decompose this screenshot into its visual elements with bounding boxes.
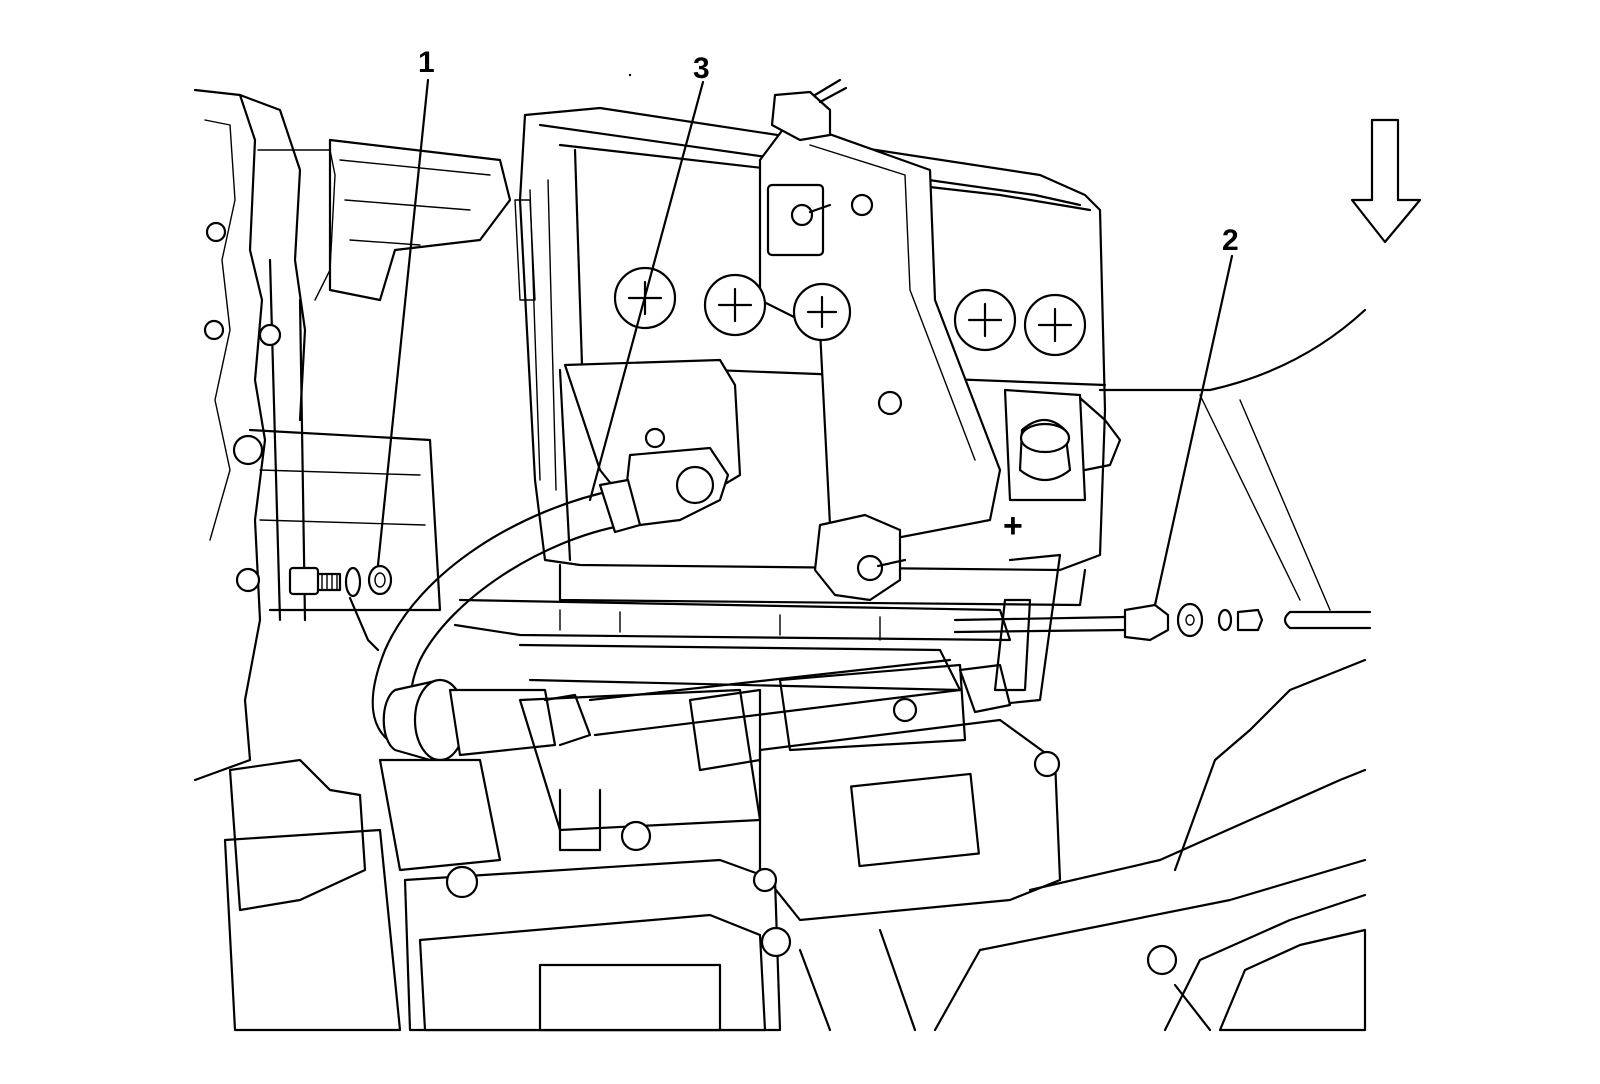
lower-components bbox=[223, 663, 1178, 1032]
left-engine-structure bbox=[193, 88, 512, 782]
callout-labels: 1 3 2 bbox=[418, 46, 1239, 257]
positive-terminal-marker: + bbox=[1003, 507, 1023, 545]
view-direction-arrow-icon bbox=[1350, 118, 1422, 244]
stray-dot bbox=[628, 73, 632, 77]
ground-stud-assembly bbox=[288, 564, 393, 652]
callout-1-leader bbox=[376, 78, 430, 567]
cell-caps bbox=[613, 266, 1087, 357]
callout-2-leader bbox=[1153, 254, 1234, 607]
battery: + bbox=[514, 78, 1122, 607]
positive-cable-fastener-chain bbox=[953, 602, 1372, 642]
right-body-panels bbox=[933, 308, 1367, 1032]
battery-tray bbox=[453, 553, 1062, 707]
callout-2-label: 2 bbox=[1222, 224, 1239, 257]
callout-1-label: 1 bbox=[418, 46, 435, 79]
callout-leaders bbox=[376, 78, 1234, 607]
callout-3-label: 3 bbox=[693, 52, 710, 85]
callout-3-leader bbox=[588, 80, 705, 502]
